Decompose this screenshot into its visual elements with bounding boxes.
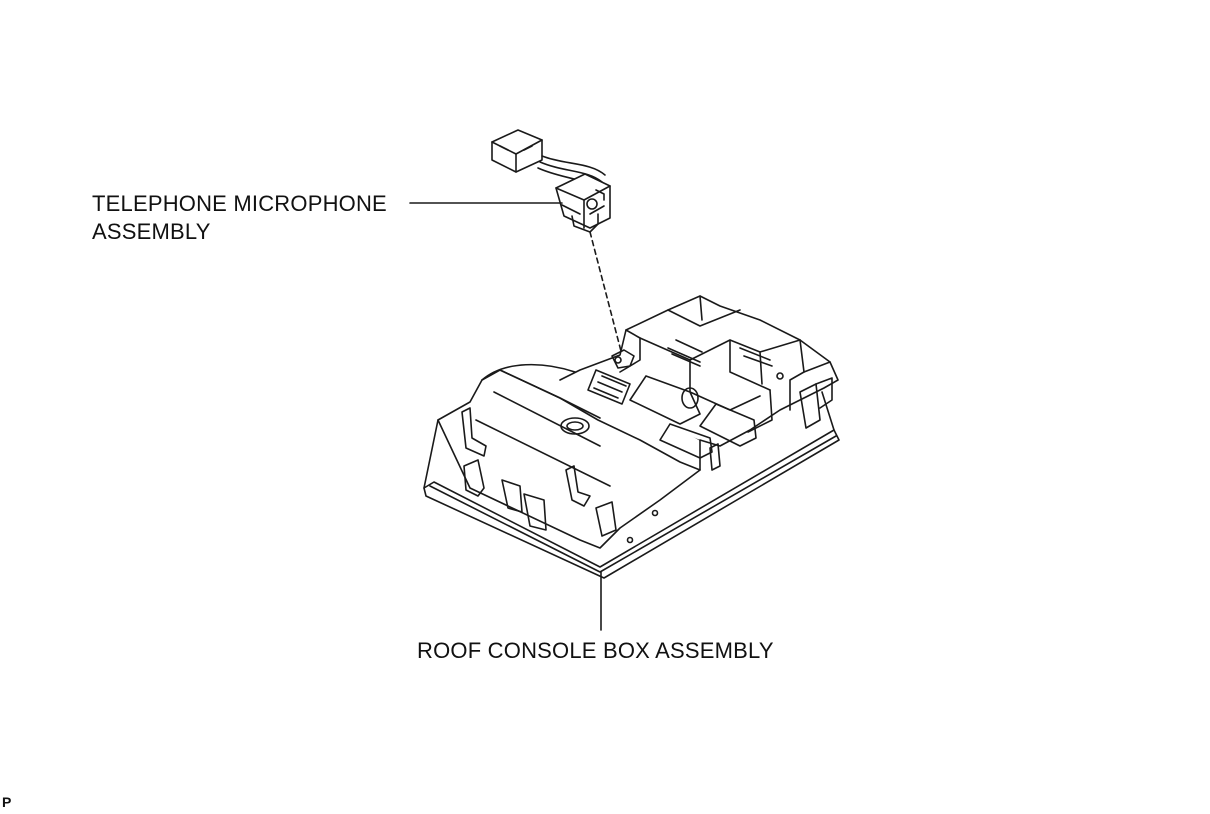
roof-console-box-part [423, 295, 840, 579]
microphone-label-line2: ASSEMBLY [92, 219, 211, 244]
microphone-label-line1: TELEPHONE MICROPHONE [92, 191, 387, 216]
telephone-microphone-part [491, 129, 611, 233]
corner-reference-code: P [2, 794, 12, 810]
install-path-dashed [589, 231, 623, 356]
console-label: ROOF CONSOLE BOX ASSEMBLY [417, 638, 774, 663]
